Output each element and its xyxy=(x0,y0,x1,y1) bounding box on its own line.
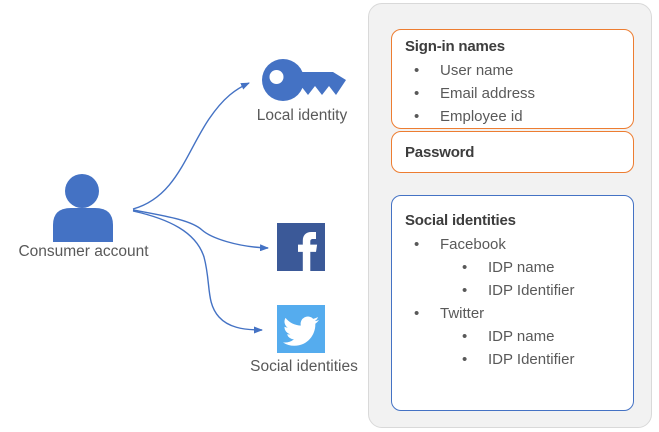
consumer-account-label: Consumer account xyxy=(18,243,149,260)
provider-attr: IDP Identifier xyxy=(400,348,625,371)
signin-names-box: Sign-in names User name Email address Em… xyxy=(391,29,634,129)
social-identities-label: Social identities xyxy=(250,358,358,375)
signin-names-title: Sign-in names xyxy=(405,38,505,55)
social-identities-list: Facebook IDP name IDP Identifier Twitter… xyxy=(400,233,625,371)
list-item: Employee id xyxy=(400,105,625,128)
password-title: Password xyxy=(405,144,475,161)
social-identities-title: Social identities xyxy=(405,212,516,229)
key-icon xyxy=(262,59,346,101)
signin-names-list: User name Email address Employee id xyxy=(400,59,625,128)
provider-item: Facebook xyxy=(400,233,625,256)
facebook-f-glyph xyxy=(298,232,318,271)
arrow-to-local-identity xyxy=(132,82,250,210)
provider-attr: IDP name xyxy=(400,256,625,279)
provider-attr: IDP name xyxy=(400,325,625,348)
password-box: Password xyxy=(391,131,634,173)
person-icon xyxy=(53,174,113,242)
list-item: Email address xyxy=(400,82,625,105)
twitter-icon xyxy=(277,305,325,353)
provider-item: Twitter xyxy=(400,302,625,325)
social-identities-box: Social identities Facebook IDP name IDP … xyxy=(391,195,634,411)
arrow-to-twitter xyxy=(132,210,263,334)
twitter-bird-glyph xyxy=(283,316,319,346)
facebook-icon xyxy=(277,223,325,271)
list-item: User name xyxy=(400,59,625,82)
attributes-panel: Sign-in names User name Email address Em… xyxy=(368,3,652,428)
provider-attr: IDP Identifier xyxy=(400,279,625,302)
local-identity-label: Local identity xyxy=(256,107,348,124)
